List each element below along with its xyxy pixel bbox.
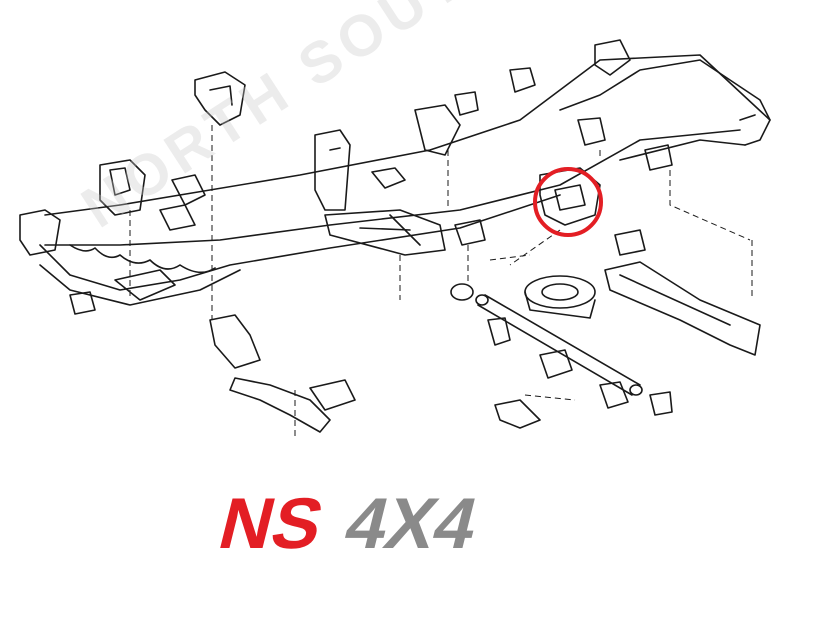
logo-4x4-text: 4X4: [337, 484, 485, 564]
rear-trailing-arm: [604, 261, 761, 356]
rail-clip: [454, 219, 486, 246]
cab-mount-bracket: [414, 104, 461, 156]
rear-crossmember-tube: [475, 294, 643, 396]
logo-ns-text: NS: [211, 484, 331, 564]
rear-mount-parts: [487, 229, 673, 429]
highlight-circle: [533, 167, 603, 237]
front-crossmember: [19, 209, 176, 301]
upper-mount-bracket: [194, 71, 246, 126]
engine-mount: [371, 167, 406, 189]
alignment-lines: [129, 125, 753, 440]
rear-crossmember: [559, 59, 771, 146]
shock-bracket: [309, 379, 356, 411]
rear-spring-hanger: [454, 39, 631, 116]
lower-link-bracket: [209, 314, 261, 369]
center-crossmember: [324, 209, 446, 256]
lower-arm: [229, 377, 331, 433]
center-hanger-bracket: [314, 129, 351, 211]
left-frame-rail: [44, 54, 771, 246]
body-mount-bracket: [159, 174, 206, 231]
frame-skirt: [69, 244, 216, 274]
rear-bump-stop: [450, 283, 474, 301]
ns4x4-logo: NS 4X4: [211, 484, 485, 564]
shock-absorber-mount: [577, 117, 606, 146]
rear-body-mount: [644, 144, 673, 171]
front-suspension-bracket: [99, 159, 146, 216]
small-bracket: [69, 291, 96, 315]
spring-seat: [524, 275, 596, 319]
